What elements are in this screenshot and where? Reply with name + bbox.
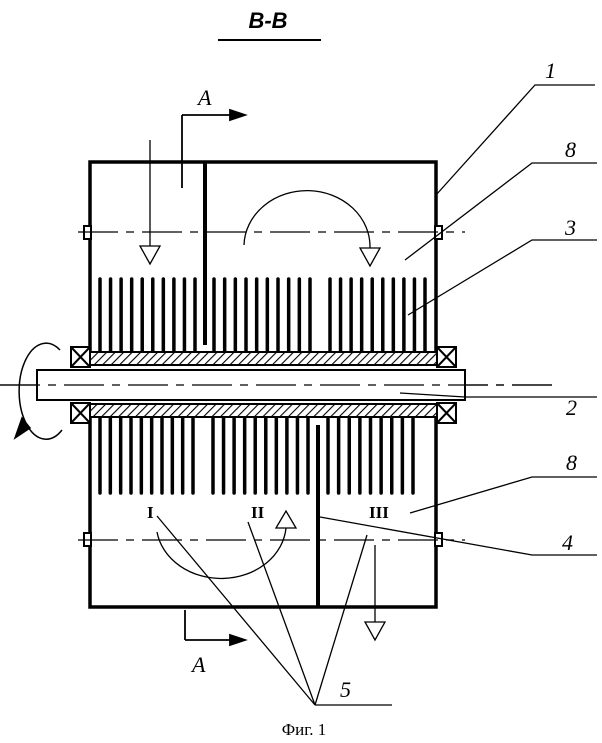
callout-2: 2 (566, 395, 577, 420)
recirculation-arrow-top-icon (244, 191, 380, 266)
callout-8-top: 8 (565, 137, 576, 162)
bearing-icon (71, 403, 90, 423)
callout-8-bottom: 8 (566, 450, 577, 475)
inflow-arrow-icon (140, 140, 160, 264)
callout-1: 1 (545, 58, 556, 83)
callout-5: 5 (340, 677, 351, 702)
hub-sleeve-top (90, 352, 437, 365)
section-mark-bottom-label: A (190, 652, 206, 677)
figure-caption: Фиг. 1 (282, 720, 327, 739)
bearing-icon (71, 347, 90, 367)
zone-label-2: II (251, 503, 265, 522)
callout-3: 3 (564, 215, 576, 240)
bearing-icon (437, 403, 456, 423)
section-mark-top-label: A (196, 85, 212, 110)
bearing-icon (437, 347, 456, 367)
section-mark-top (182, 110, 245, 188)
callout-4: 4 (562, 530, 573, 555)
outflow-arrow-icon (365, 545, 385, 640)
section-title: B-B (248, 8, 287, 33)
zone-label-3: III (369, 503, 389, 522)
section-mark-bottom (185, 610, 245, 645)
zone-label-1: I (147, 503, 154, 522)
hub-sleeve-bottom (90, 404, 437, 417)
recirculation-arrow-bottom-icon (157, 511, 296, 578)
